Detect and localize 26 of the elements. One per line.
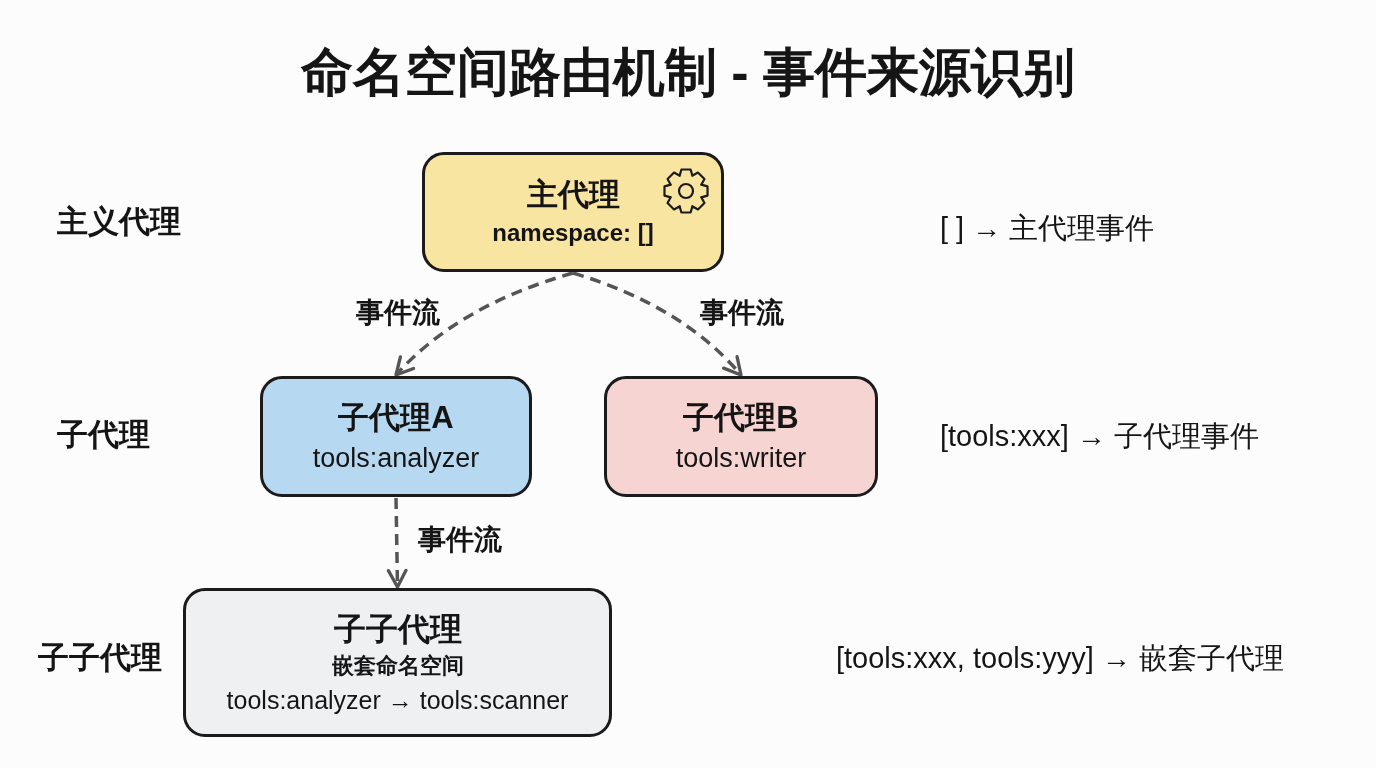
box-subtitle: tools:analyzer <box>312 441 480 475</box>
agent-box <box>422 152 724 272</box>
box-title: 子代理B <box>683 398 799 436</box>
level-label: 主义代理 <box>57 203 181 241</box>
box-text: tools:analyzer → tools:scanner <box>226 684 569 715</box>
agent-box <box>260 376 532 497</box>
namespace-rule: [tools:xxx] → 子代理事件 <box>940 418 1260 454</box>
agent-box <box>183 588 612 737</box>
dashed-arrow <box>394 271 574 377</box>
dashed-arrow <box>572 271 743 377</box>
namespace-rule: [tools:xxx, tools:yyy] → 嵌套子代理 <box>836 640 1284 676</box>
edge-label: 事件流 <box>697 296 787 330</box>
diagram-title: 命名空间路由机制 - 事件来源识别 <box>300 41 1076 103</box>
box-subtitle: namespace: [] <box>492 219 654 248</box>
namespace-rule: [ ] → 主代理事件 <box>940 210 1155 246</box>
box-title: 子代理A <box>338 398 454 436</box>
level-label: 子子代理 <box>38 639 162 677</box>
agent-box <box>604 376 878 497</box>
level-label: 子代理 <box>57 416 150 454</box>
edge-label: 事件流 <box>415 523 505 557</box>
box-subtitle: 嵌套命名空间 <box>331 652 464 679</box>
box-title: 主代理 <box>526 176 620 214</box>
dashed-arrow <box>386 497 408 589</box>
box-subtitle: tools:writer <box>675 441 807 475</box>
edge-label: 事件流 <box>353 296 443 330</box>
box-title: 子子代理 <box>333 610 462 649</box>
